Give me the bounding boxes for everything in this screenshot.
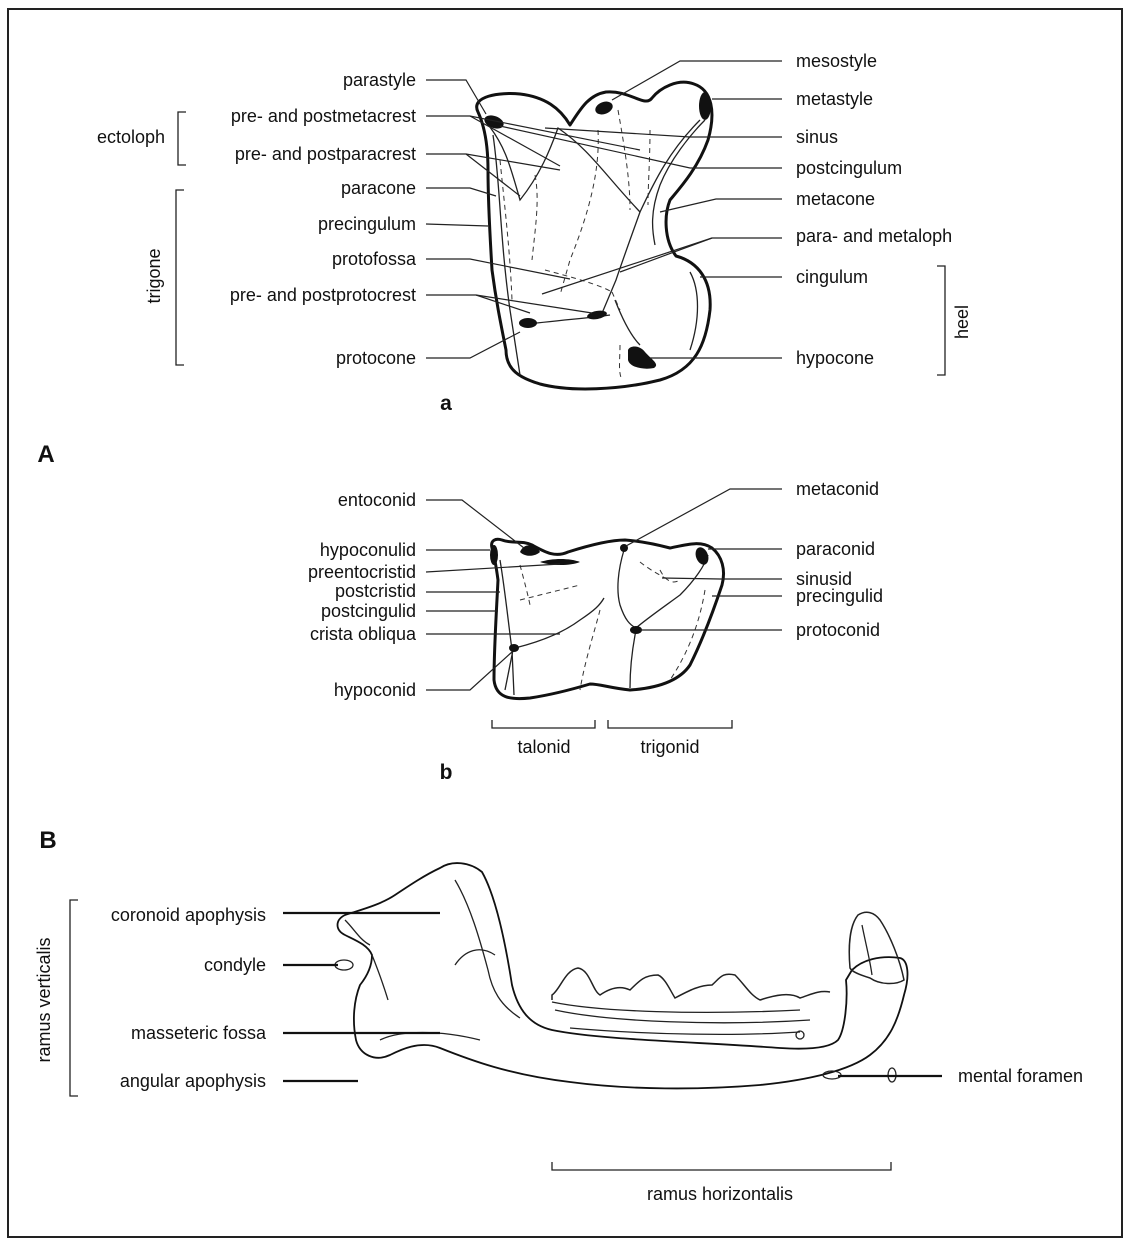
label-metaloph: para- and metaloph	[796, 226, 952, 246]
panel-letter-A: A	[37, 441, 54, 468]
mandible-labels: coronoid apophysis condyle masseteric fo…	[34, 905, 1083, 1204]
lower-molar-leaders	[426, 489, 782, 690]
label-trigonid: trigonid	[640, 737, 699, 757]
label-preparacrest: pre- and postparacrest	[235, 144, 416, 164]
label-preentocristid: preentocristid	[308, 562, 416, 582]
label-ectoloph: ectoloph	[97, 127, 165, 147]
sublabel-a: a	[440, 392, 452, 415]
label-precingulum: precingulum	[318, 214, 416, 234]
label-trigone: trigone	[144, 248, 164, 303]
label-crista-obliqua: crista obliqua	[310, 624, 417, 644]
label-metaconid: metaconid	[796, 479, 879, 499]
label-postcingulum: postcingulum	[796, 158, 902, 178]
label-premetacrest: pre- and postmetacrest	[231, 106, 416, 126]
label-postcristid: postcristid	[335, 581, 416, 601]
label-hypocone: hypocone	[796, 348, 874, 368]
label-protoconid: protoconid	[796, 620, 880, 640]
label-preprotocrest: pre- and postprotocrest	[230, 285, 416, 305]
label-ramus-verticalis: ramus verticalis	[34, 937, 54, 1062]
lower-molar-drawing	[490, 539, 724, 698]
mandible-leaders	[283, 913, 942, 1081]
label-postcingulid: postcingulid	[321, 601, 416, 621]
label-precingulid: precingulid	[796, 586, 883, 606]
label-paraconid: paraconid	[796, 539, 875, 559]
label-hypoconulid: hypoconulid	[320, 540, 416, 560]
sublabel-b: b	[440, 761, 453, 784]
label-parastyle: parastyle	[343, 70, 416, 90]
label-paracone: paracone	[341, 178, 416, 198]
label-entoconid: entoconid	[338, 490, 416, 510]
label-metastyle: metastyle	[796, 89, 873, 109]
label-sinus: sinus	[796, 127, 838, 147]
label-protofossa: protofossa	[332, 249, 417, 269]
lower-molar-labels: entoconid hypoconulid preentocristid pos…	[308, 479, 883, 784]
label-talonid: talonid	[517, 737, 570, 757]
label-mental-foramen: mental foramen	[958, 1066, 1083, 1086]
label-hypoconid: hypoconid	[334, 680, 416, 700]
label-heel: heel	[952, 305, 972, 339]
panel-letter-B: B	[39, 827, 56, 854]
label-cingulum: cingulum	[796, 267, 868, 287]
label-masseteric-fossa: masseteric fossa	[131, 1023, 267, 1043]
mandible-drawing	[335, 863, 907, 1088]
lower-molar-brackets	[492, 720, 732, 728]
label-mesostyle: mesostyle	[796, 51, 877, 71]
label-metacone: metacone	[796, 189, 875, 209]
label-protocone: protocone	[336, 348, 416, 368]
label-condyle: condyle	[204, 955, 266, 975]
label-coronoid-apophysis: coronoid apophysis	[111, 905, 266, 925]
label-angular-apophysis: angular apophysis	[120, 1071, 266, 1091]
label-ramus-horizontalis: ramus horizontalis	[647, 1184, 793, 1204]
